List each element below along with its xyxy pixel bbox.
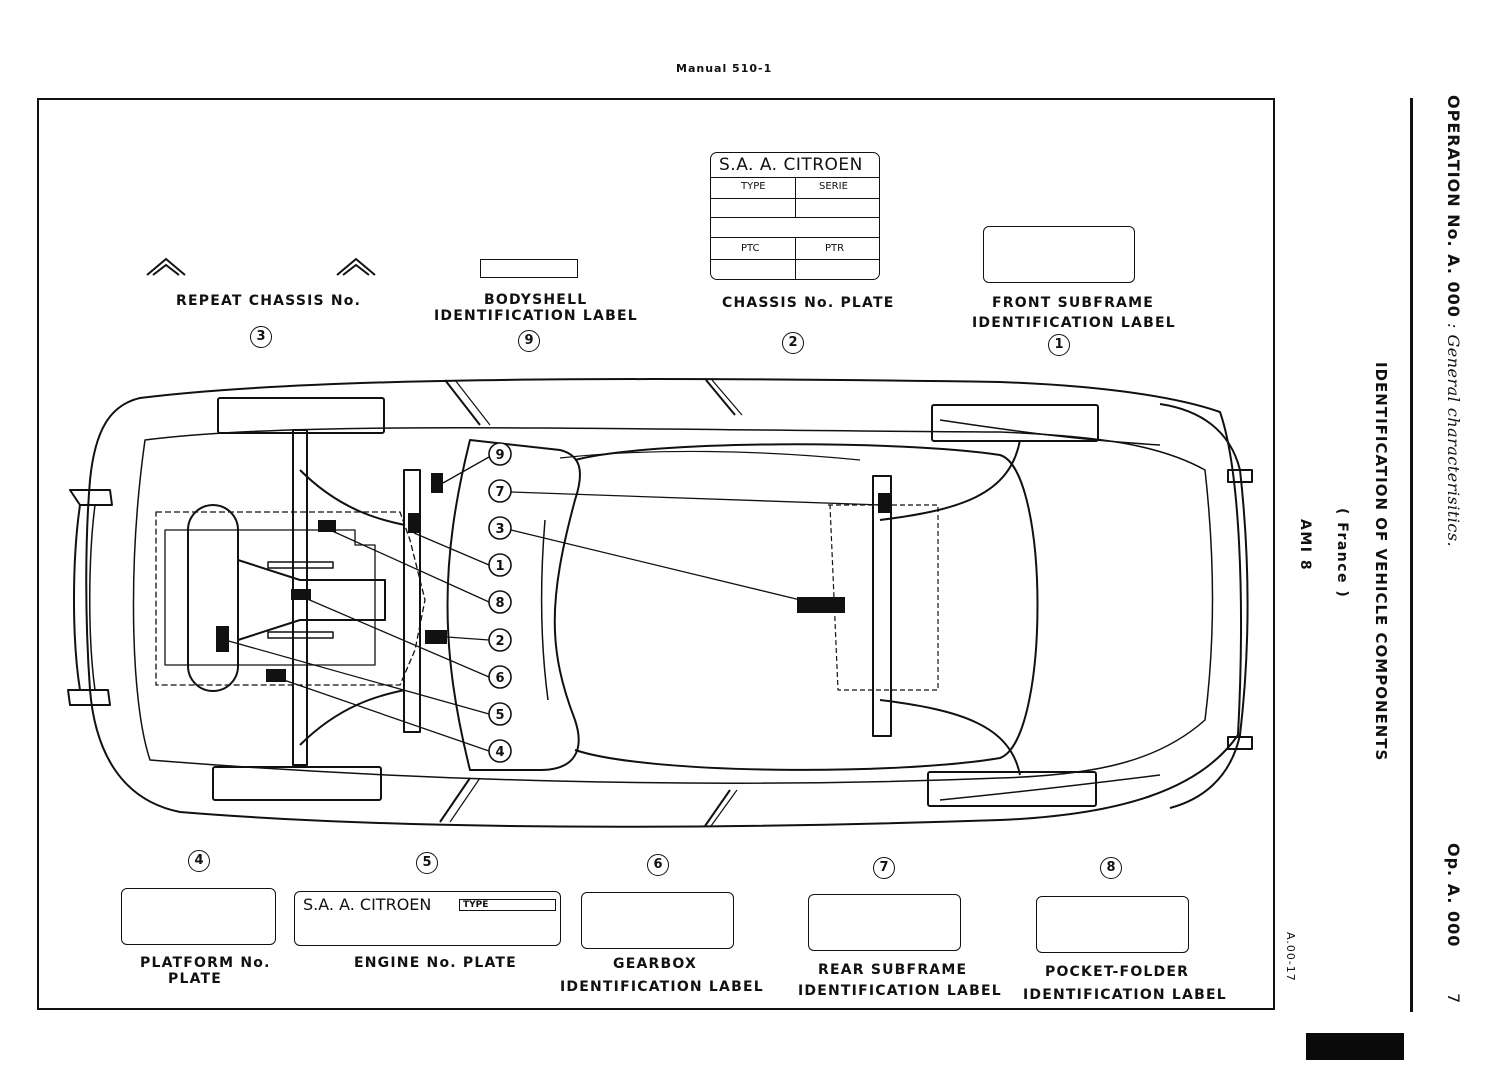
marker-chassis-plate: [425, 630, 447, 644]
page-number: 7: [1444, 993, 1463, 1004]
callout-1-legend: 1: [1048, 334, 1070, 356]
svg-text:4: 4: [495, 745, 504, 760]
operation-number: OPERATION No. A. 000: [1444, 95, 1463, 318]
gearbox-label-shape: [581, 892, 734, 949]
platform-label-line2: PLATE: [168, 971, 223, 987]
front-subframe-label-shape: [983, 226, 1135, 283]
svg-text:5: 5: [495, 708, 504, 723]
rear-subframe-label-line1: REAR SUBFRAME: [818, 962, 968, 978]
marker-front-subframe: [408, 513, 420, 533]
callout-7-legend: 7: [873, 857, 895, 879]
callout-3: 3: [488, 516, 512, 540]
callout-9: 9: [488, 442, 512, 466]
bodyshell-label-line2: IDENTIFICATION LABEL: [434, 308, 638, 324]
callout-2: 2: [488, 628, 512, 652]
repeat-chassis-label: REPEAT CHASSIS No.: [176, 293, 362, 309]
page-tab-marker: [1306, 1033, 1404, 1060]
engine-plate-maker: S.A. A. CITROEN: [303, 895, 432, 914]
callout-8: 8: [488, 590, 512, 614]
platform-plate-shape: [121, 888, 276, 945]
chassis-plate: S.A. A. CITROEN TYPE SERIE PTC PTR: [710, 152, 880, 280]
plate-ptr: PTR: [825, 243, 845, 254]
callout-8-legend: 8: [1100, 857, 1122, 879]
marker-bodyshell: [431, 473, 443, 493]
sidebar-title-block: OPERATION No. A. 000 : General character…: [1444, 95, 1463, 547]
callout-7: 7: [488, 479, 512, 503]
sidebar-rule: [1410, 98, 1413, 1012]
platform-label-line1: PLATFORM No.: [140, 955, 271, 971]
section-title: IDENTIFICATION OF VEHICLE COMPONENTS: [1372, 362, 1390, 762]
svg-text:3: 3: [495, 522, 504, 537]
svg-text:8: 8: [495, 596, 504, 611]
callout-6-legend: 6: [647, 854, 669, 876]
chevron-right-icon: [336, 257, 376, 276]
plate-maker: S.A. A. CITROEN: [719, 155, 863, 175]
svg-text:6: 6: [495, 671, 504, 686]
marker-engine: [216, 626, 229, 652]
svg-text:9: 9: [495, 448, 504, 463]
gearbox-label-line1: GEARBOX: [613, 956, 697, 972]
diagram-frame: [37, 98, 1275, 1010]
callout-1: 1: [488, 553, 512, 577]
bodyshell-label-line1: BODYSHELL: [484, 292, 588, 308]
callout-2-legend: 2: [782, 332, 804, 354]
marker-gearbox: [291, 589, 311, 600]
plate-type: TYPE: [741, 181, 766, 192]
chevron-left-icon: [146, 257, 186, 276]
callout-4: 4: [488, 739, 512, 763]
pocket-folder-label-shape: [1036, 896, 1189, 953]
marker-pocket-folder: [318, 520, 336, 532]
engine-label: ENGINE No. PLATE: [354, 955, 517, 971]
callout-9-legend: 9: [518, 330, 540, 352]
bodyshell-label-shape: [480, 259, 578, 278]
callout-4-legend: 4: [188, 850, 210, 872]
callout-5: 5: [488, 702, 512, 726]
svg-text:7: 7: [495, 485, 504, 500]
front-subframe-label-line1: FRONT SUBFRAME: [992, 295, 1154, 311]
model-label: AMI 8: [1297, 519, 1313, 572]
callout-3-legend: 3: [250, 326, 272, 348]
svg-text:2: 2: [495, 634, 504, 649]
operation-subtitle: : General characterisitics.: [1444, 323, 1463, 548]
manual-reference: Manual 510-1: [676, 62, 773, 75]
engine-plate: S.A. A. CITROEN TYPE: [294, 891, 561, 946]
pocket-folder-label-line2: IDENTIFICATION LABEL: [1023, 987, 1227, 1003]
engine-plate-type: TYPE: [459, 899, 556, 911]
marker-rear-subframe: [878, 493, 890, 513]
rear-subframe-label-line2: IDENTIFICATION LABEL: [798, 983, 1002, 999]
plate-serie: SERIE: [819, 181, 848, 192]
plate-ptc: PTC: [741, 243, 760, 254]
rear-subframe-label-shape: [808, 894, 961, 951]
front-subframe-label-line2: IDENTIFICATION LABEL: [972, 315, 1176, 331]
gearbox-label-line2: IDENTIFICATION LABEL: [560, 979, 764, 995]
chassis-plate-label: CHASSIS No. PLATE: [722, 295, 895, 311]
op-reference: Op. A. 000: [1444, 843, 1463, 948]
callout-5-legend: 5: [416, 852, 438, 874]
pocket-folder-label-line1: POCKET-FOLDER: [1045, 964, 1190, 980]
svg-text:1: 1: [495, 559, 504, 574]
callout-6: 6: [488, 665, 512, 689]
figure-reference: A.00-17: [1284, 932, 1297, 982]
region-label: ( France ): [1334, 508, 1350, 599]
